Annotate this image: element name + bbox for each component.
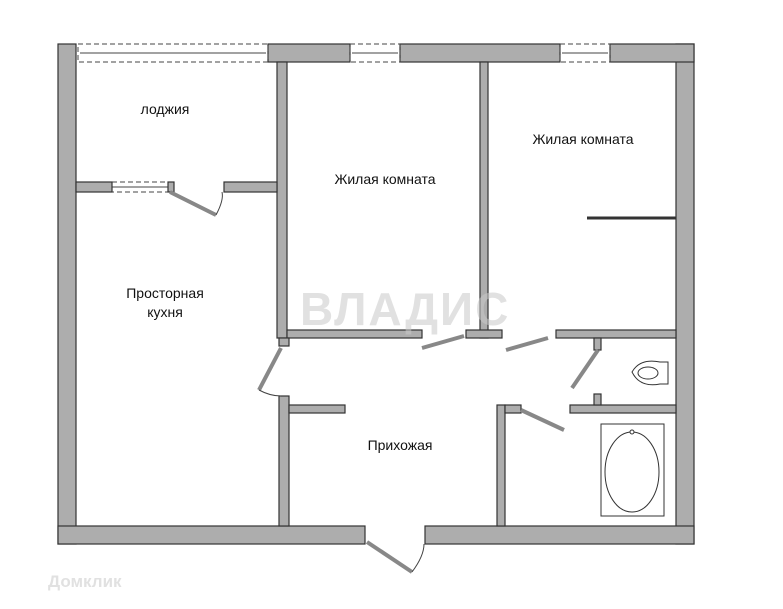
room-label-bedroom-2: Жилая комната: [532, 131, 634, 147]
room-label-loggia: лоджия: [140, 101, 190, 117]
bathtub-icon: [600, 423, 665, 517]
room-label-hallway: Прихожая: [367, 437, 433, 453]
room-label-bedroom-1: Жилая комната: [334, 171, 436, 187]
domclick-watermark: Домклик: [48, 572, 122, 591]
doors: [169, 190, 600, 574]
room-label-kitchen: Просторная кухня: [100, 284, 230, 322]
vladis-watermark: ВЛАДИС: [300, 283, 511, 335]
outer-walls: [57, 43, 695, 545]
kitchen-label-line-2: кухня: [147, 304, 183, 320]
kitchen-label-line-1: Просторная: [126, 285, 204, 301]
interior-walls: [75, 61, 677, 527]
toilet-icon: [631, 360, 669, 386]
